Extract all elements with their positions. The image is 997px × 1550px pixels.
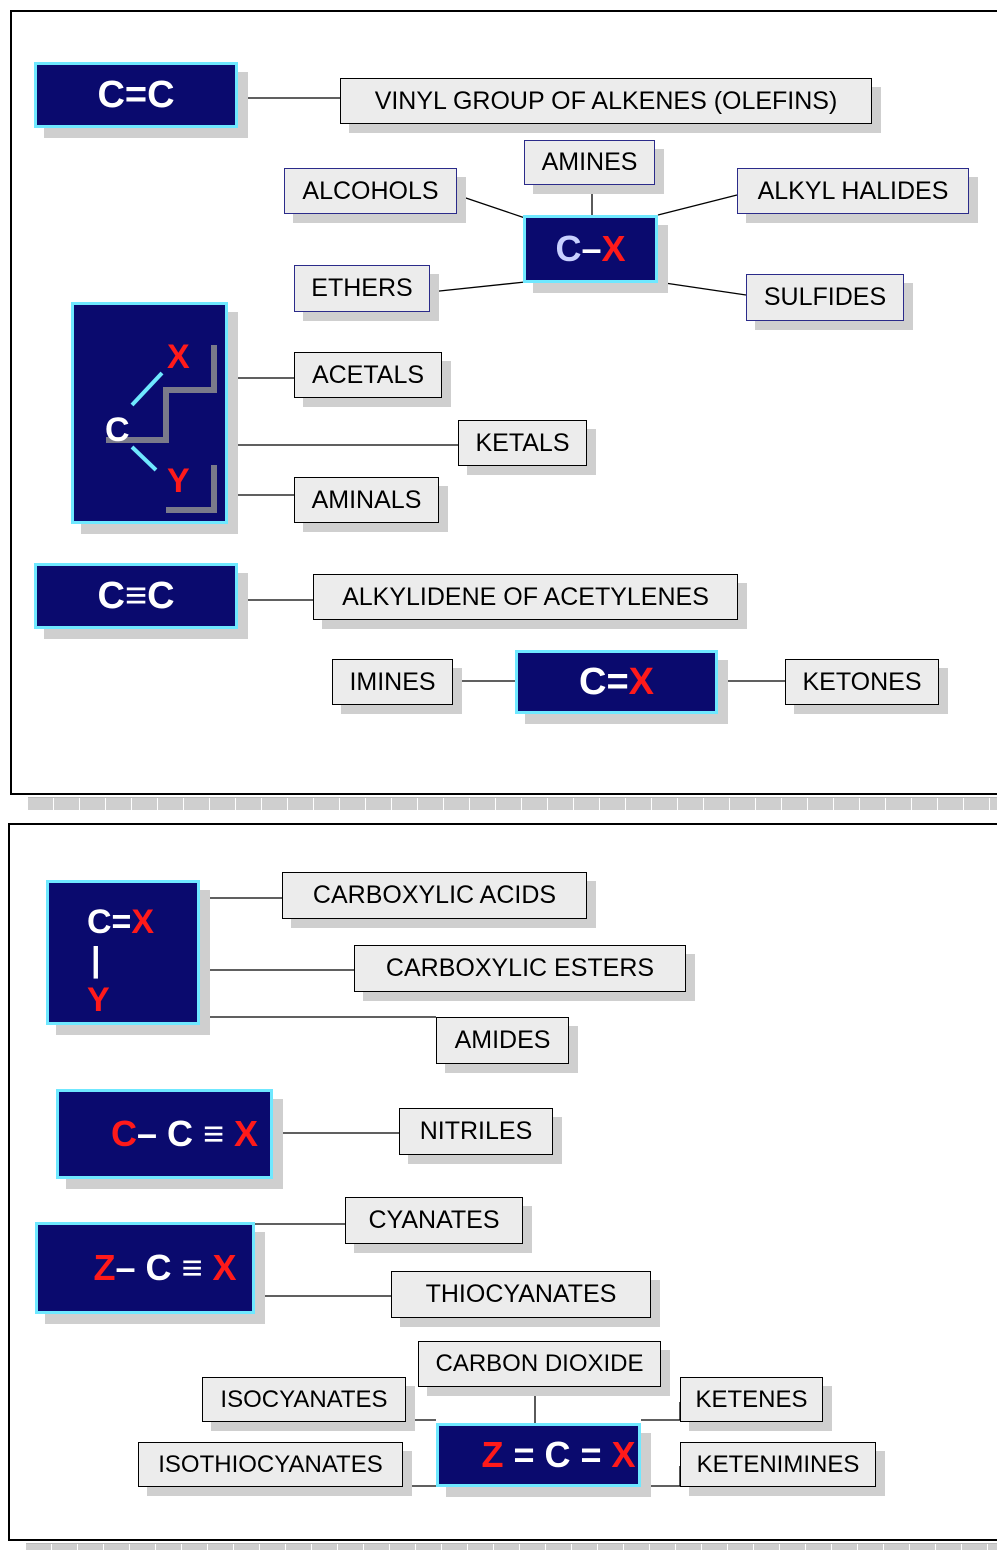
label-alkyl-halides: ALKYL HALIDES xyxy=(737,168,969,214)
label-isothiocyanates: ISOTHIOCYANATES xyxy=(138,1442,403,1487)
cxy-c: C xyxy=(105,411,130,449)
acyl-bond: | xyxy=(91,941,101,979)
label-acetals: ACETALS xyxy=(294,352,442,398)
nitrile-c1: C xyxy=(110,1113,137,1154)
label-alcohols: ALCOHOLS xyxy=(284,168,457,214)
label-thiocyanates: THIOCYANATES xyxy=(391,1271,651,1318)
vinyl-formula-box: C=C xyxy=(34,62,238,128)
label-ethers: ETHERS xyxy=(294,265,430,312)
vinyl-formula: C=C xyxy=(97,73,175,116)
nitrile-formula-box: C– C ≡ X xyxy=(56,1089,273,1179)
cxy-x: X xyxy=(167,338,190,376)
label-amines: AMINES xyxy=(524,140,655,185)
cyanate-z: Z xyxy=(93,1247,116,1288)
acyl-c: C= xyxy=(87,903,132,941)
label-cyanates: CYANATES xyxy=(345,1197,523,1244)
panel-top-shadow xyxy=(28,797,997,810)
acyl-x: X xyxy=(131,903,155,941)
label-imines: IMINES xyxy=(332,659,453,705)
cx-formula-box: C–X xyxy=(523,215,658,283)
label-carboxylic-esters: CARBOXYLIC ESTERS xyxy=(354,945,686,992)
label-alkylidene: ALKYLIDENE OF ACETYLENES xyxy=(313,574,738,620)
label-aminals: AMINALS xyxy=(294,477,439,523)
cdx-x: X xyxy=(628,660,654,703)
alkyne-formula-box: C≡C xyxy=(34,563,238,629)
label-ketones: KETONES xyxy=(785,659,939,705)
cyanate-core: – C ≡ xyxy=(115,1247,213,1288)
label-ketenimines: KETENIMINES xyxy=(680,1442,876,1487)
label-carbon-dioxide: CARBON DIOXIDE xyxy=(418,1341,661,1387)
cxy-structure xyxy=(106,345,217,513)
nitrile-core: – C ≡ xyxy=(136,1113,235,1154)
cyanate-formula-box: Z– C ≡ X xyxy=(35,1222,255,1314)
label-nitriles: NITRILES xyxy=(399,1108,553,1155)
cxy-y: Y xyxy=(167,462,190,500)
alkyne-formula: C≡C xyxy=(97,574,175,617)
label-isocyanates: ISOCYANATES xyxy=(202,1377,406,1422)
nitrile-x: X xyxy=(234,1113,259,1154)
acyl-y: Y xyxy=(87,981,110,1019)
label-ketenes: KETENES xyxy=(680,1377,823,1422)
label-vinyl: VINYL GROUP OF ALKENES (OLEFINS) xyxy=(340,78,872,124)
label-sulfides: SULFIDES xyxy=(746,274,904,321)
cumulene-z: Z xyxy=(481,1434,504,1475)
cx-dash: – xyxy=(581,228,602,269)
cx-x: X xyxy=(601,228,626,269)
cumulene-formula-box: Z = C = X xyxy=(436,1423,641,1487)
cumulene-core: = C = xyxy=(503,1434,612,1475)
cdx-formula-box: C=X xyxy=(515,650,718,714)
cumulene-x: X xyxy=(611,1434,636,1475)
label-carboxylic-acids: CARBOXYLIC ACIDS xyxy=(282,872,587,919)
label-amides: AMIDES xyxy=(436,1017,569,1064)
acyl-formula-box: C=X | Y xyxy=(46,880,200,1025)
panel-bottom-shadow xyxy=(26,1543,997,1550)
cdx-c: C= xyxy=(579,660,629,703)
cx-c: C xyxy=(555,228,582,269)
label-ketals: KETALS xyxy=(458,420,587,466)
cyanate-x: X xyxy=(212,1247,237,1288)
cxy-formula-box: C X Y xyxy=(71,302,228,524)
